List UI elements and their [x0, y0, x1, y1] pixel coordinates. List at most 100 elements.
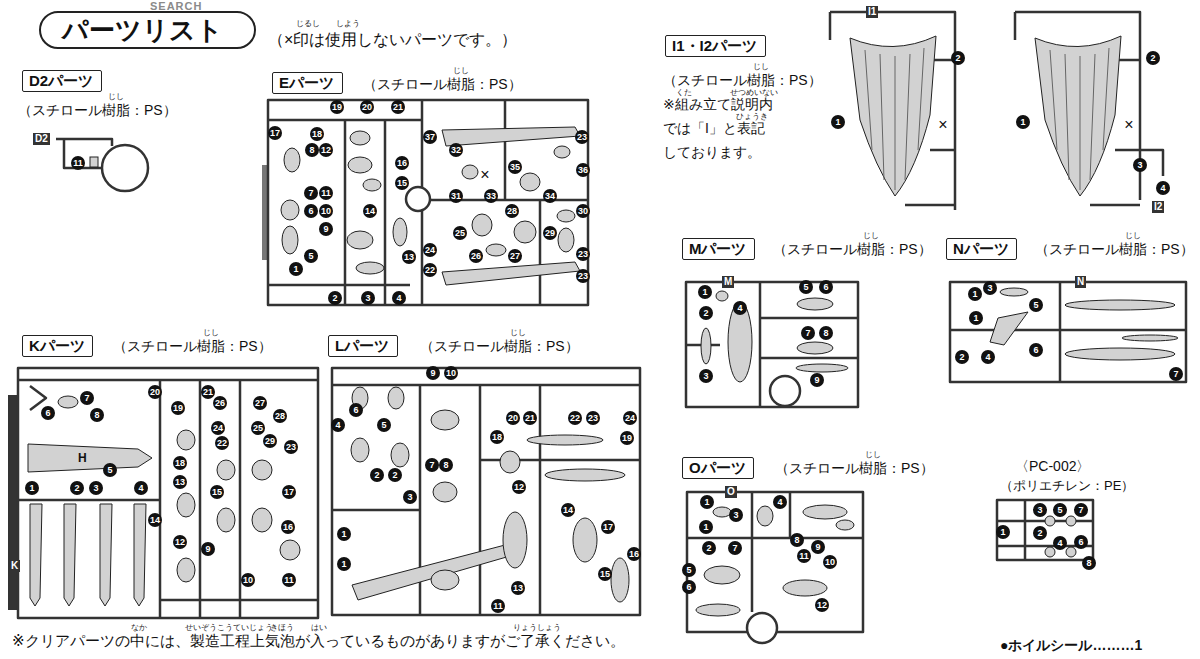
callout-number: 20: [148, 385, 162, 399]
group-name: Oパーツ: [689, 459, 747, 477]
callout-number: 17: [268, 126, 282, 140]
callout-number: 30: [576, 204, 590, 218]
note-text: 〈PC-002〉: [1015, 458, 1090, 475]
sprue-drawing: [431, 570, 459, 590]
callout-number: 25: [453, 226, 467, 240]
callout-number: 20: [506, 411, 520, 425]
callout-number: 13: [402, 250, 416, 264]
sprue-drawing: [18, 380, 318, 618]
sprue-drawing: [177, 430, 195, 450]
sprue-drawing: [716, 291, 728, 301]
callout-number: 11: [319, 186, 333, 200]
callout-number: 3: [983, 281, 997, 295]
group-name: Eパーツ: [279, 74, 336, 92]
furigana: じし: [865, 450, 881, 459]
sprue-drawing: [102, 145, 148, 191]
callout-number: 21: [391, 100, 405, 114]
sprue-drawing: [391, 443, 409, 467]
sprue-drawing: [58, 396, 78, 408]
callout-number: 33: [484, 189, 498, 203]
callout-number: 4: [331, 418, 345, 432]
callout-number: 5: [304, 249, 318, 263]
sprue-drawing: [332, 385, 640, 615]
callout-number: 14: [148, 513, 162, 527]
furigana: はい: [311, 623, 327, 632]
callout-number: 27: [253, 396, 267, 410]
part-group-header: Eパーツ: [272, 72, 343, 94]
sprue-drawing: [728, 302, 752, 382]
furigana: きほう: [270, 623, 294, 632]
furigana: せつめいない: [730, 88, 778, 97]
sprue-drawing: [252, 508, 272, 532]
sprue-drawing: [558, 228, 574, 252]
callout-number: 26: [469, 249, 483, 263]
sprue-drawing: [950, 282, 1186, 382]
callout-number: 10: [823, 555, 837, 569]
sprue-tag: I2: [1152, 201, 1164, 213]
sprue-drawing: [797, 298, 833, 310]
callout-number: 37: [423, 130, 437, 144]
sprue-o: [687, 492, 863, 643]
callout-number: 3: [361, 291, 375, 305]
callout-number: 9: [426, 366, 440, 380]
callout-number: 1: [699, 520, 713, 534]
callout-number: 2: [699, 306, 713, 320]
callout-number: 17: [282, 485, 296, 499]
callout-number: 7: [1169, 367, 1183, 381]
sprue-tag: N: [1075, 276, 1086, 288]
callout-number: 19: [620, 431, 634, 445]
unused-mark: ×: [477, 165, 493, 185]
callout-number: 23: [576, 247, 590, 261]
sprue-tag: D2: [33, 133, 50, 145]
sprue-drawing: [282, 226, 298, 254]
sprue-i1: [830, 12, 955, 210]
group-name: Kパーツ: [29, 337, 86, 355]
sprue-drawing: [442, 127, 580, 146]
sprue-drawing: [554, 146, 570, 158]
sprue-drawing: [486, 244, 506, 256]
callout-number: 18: [173, 456, 187, 470]
note-text: （スチロール樹脂：PS）: [18, 102, 177, 119]
sprue-drawing: [28, 444, 152, 472]
group-name: Lパーツ: [335, 337, 391, 355]
sprue-drawing: [442, 262, 580, 285]
sprue-drawing: [747, 613, 777, 643]
callout-number: 1: [969, 311, 983, 325]
sprue-drawing: [687, 492, 863, 612]
callout-number: 3: [729, 508, 743, 522]
group-name: D2パーツ: [29, 72, 95, 90]
sprue-tag: O: [725, 486, 737, 498]
sprue-drawing: [686, 282, 858, 407]
group-name: I1・I2パーツ: [672, 37, 759, 55]
sprue-drawing: [217, 508, 235, 532]
sprue-drawing: [30, 504, 42, 606]
callout-number: 6: [349, 403, 363, 417]
sprue-drawing: [1122, 335, 1178, 341]
callout-number: 15: [210, 485, 224, 499]
callout-number: 1: [996, 525, 1010, 539]
sprue-drawing: [1065, 348, 1175, 360]
callout-number: 36: [576, 163, 590, 177]
sprue-drawing: [573, 518, 597, 562]
sprue-drawing: [514, 221, 536, 243]
callout-number: 25: [251, 421, 265, 435]
group-name: Nパーツ: [953, 240, 1010, 258]
furigana: じし: [203, 328, 219, 337]
callout-number: 3: [403, 490, 417, 504]
callout-number: 2: [388, 468, 402, 482]
callout-number: 22: [568, 411, 582, 425]
sprue-drawing: [388, 387, 404, 409]
callout-number: 28: [273, 409, 287, 423]
sprue-drawing: [134, 504, 146, 606]
callout-number: 18: [310, 127, 324, 141]
note-text: （スチロール樹脂：PS）: [1035, 241, 1194, 258]
callout-number: 5: [682, 563, 696, 577]
callout-number: 3: [1133, 158, 1147, 172]
note-text: （スチロール樹脂：PS）: [420, 338, 579, 355]
sprue-drawing: [1015, 12, 1163, 205]
sprue-drawing: [557, 210, 575, 222]
sprue-l: [332, 368, 640, 615]
callout-number: 8: [305, 143, 319, 157]
sprue-drawing: [433, 482, 457, 502]
